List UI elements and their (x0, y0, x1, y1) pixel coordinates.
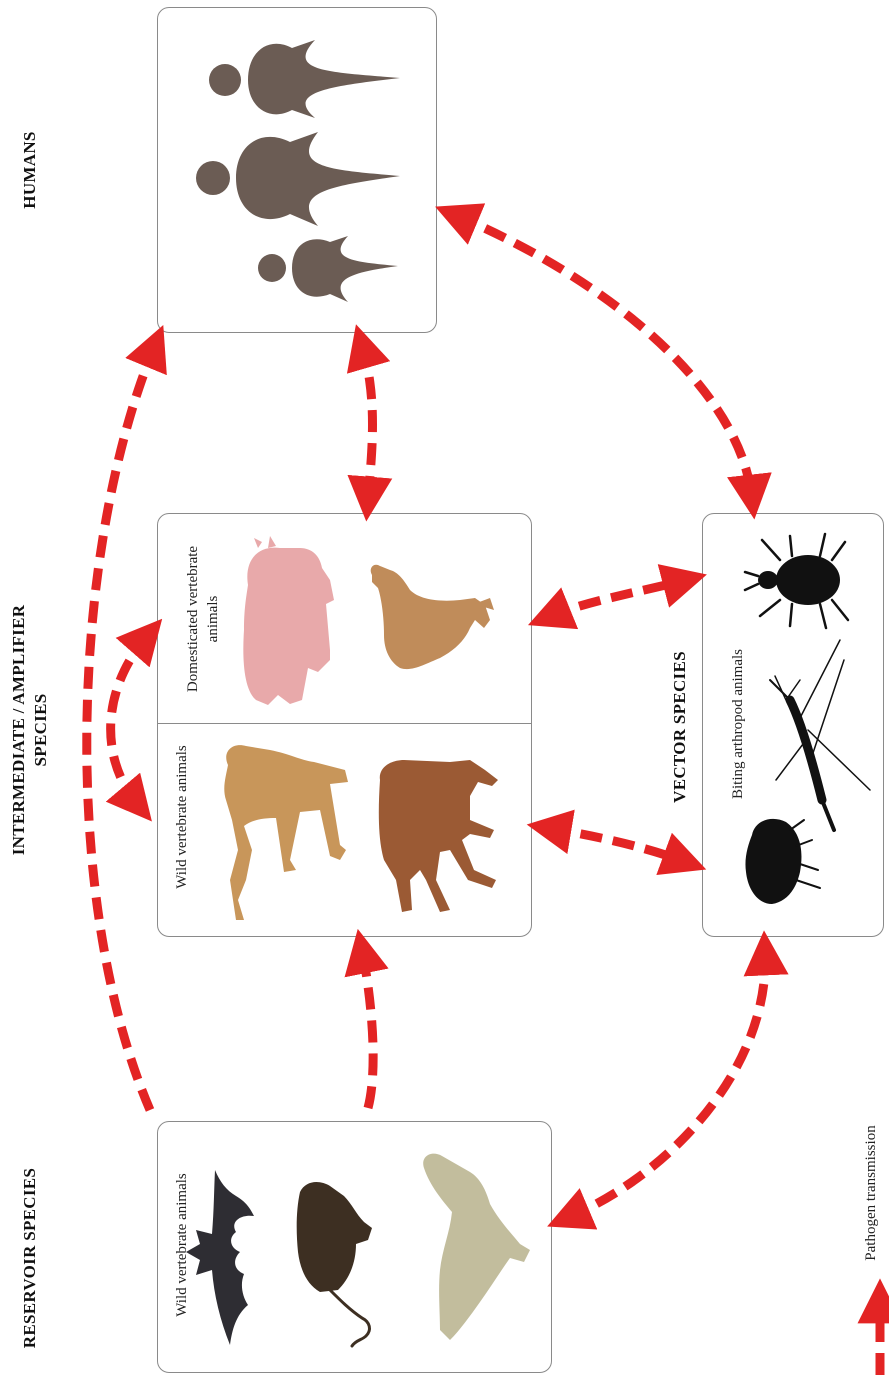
tick-icon (745, 534, 848, 628)
chicken-icon (371, 565, 494, 669)
humans-heading: HUMANS (15, 110, 45, 230)
reservoir-heading: RESERVOIR SPECIES (15, 1158, 45, 1358)
domesticated-label-line2: animals (203, 596, 223, 643)
arrow-reservoir-humans (87, 345, 155, 1110)
arrow-reservoir-intermediate (362, 950, 373, 1108)
mosquito-icon (770, 640, 870, 830)
rat-icon (297, 1182, 372, 1346)
arrow-wild-domesticated (111, 635, 148, 805)
humans-icon (196, 40, 400, 302)
wild-intermediate-label: Wild vertebrate animals (170, 717, 194, 917)
domesticated-label: Domesticated vertebrate animals (179, 514, 227, 724)
wild-reservoir-label: Wild vertebrate animals (170, 1145, 194, 1345)
bat-icon (186, 1170, 254, 1345)
biting-label: Biting arthropod animals (726, 624, 750, 824)
vector-heading: VECTOR SPECIES (665, 642, 695, 812)
domesticated-label-line1: Domesticated vertebrate (183, 546, 203, 692)
flea-icon (745, 819, 820, 904)
dog-icon (224, 745, 348, 920)
arrow-domesticated-vector (548, 580, 686, 617)
intermediate-heading-line2: SPECIES (30, 694, 52, 767)
intermediate-heading-line1: INTERMEDIATE / AMPLIFIER (8, 605, 30, 856)
legend-label: Pathogen transmission (860, 1103, 882, 1283)
arrow-wild-vector (548, 828, 686, 862)
intermediate-heading: INTERMEDIATE / AMPLIFIER SPECIES (0, 565, 60, 895)
pig-icon (243, 536, 334, 705)
cow-icon (379, 760, 498, 912)
arrow-reservoir-vector (567, 952, 765, 1218)
arrow-humans-vector (455, 215, 752, 498)
arrow-humans-intermediate (362, 345, 373, 500)
goose-icon (423, 1154, 530, 1340)
